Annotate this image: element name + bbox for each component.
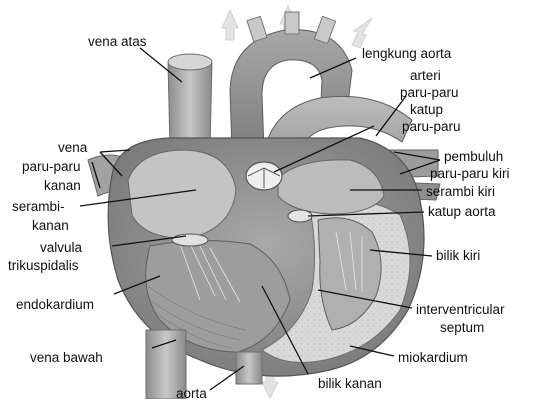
label-miokardium: miokardium [398,350,468,365]
label-serambi-kiri: serambi kiri [426,184,495,199]
pulmonary-valve [246,162,282,190]
label-valvula-2: trikuspidalis [8,258,79,273]
label-valvula-1: valvula [40,240,82,255]
label-vena-paru-kanan-1: vena [58,140,87,155]
label-lengkung-aorta: lengkung aorta [362,46,451,61]
superior-vena-cava [168,58,212,148]
label-pembuluh-2: paru-paru kiri [430,166,510,181]
label-arteri-1: arteri [410,68,441,83]
label-katup-paru-1: katup [410,102,443,117]
label-interventricular-1: interventricular [416,302,505,317]
tricuspid-valve [172,234,208,246]
label-serambi-kanan-2: kanan [32,218,69,233]
label-vena-paru-kanan-2: paru-paru [22,159,81,174]
label-serambi-kanan-1: serambi- [12,199,65,214]
label-endokardium: endokardium [16,297,94,312]
label-bilik-kanan: bilik kanan [318,376,382,391]
label-pembuluh-1: pembuluh [444,149,503,164]
label-arteri-2: paru-paru [400,85,459,100]
left-atrium [278,160,384,214]
label-vena-atas: vena atas [88,34,147,49]
label-katup-paru-2: paru-paru [402,119,461,134]
label-interventricular-2: septum [440,320,484,335]
label-vena-paru-kanan-3: kanan [44,178,81,193]
descending-aorta [236,352,262,384]
label-katup-aorta: katup aorta [428,204,496,219]
label-bilik-kiri: bilik kiri [436,248,480,263]
label-vena-bawah: vena bawah [30,350,103,365]
